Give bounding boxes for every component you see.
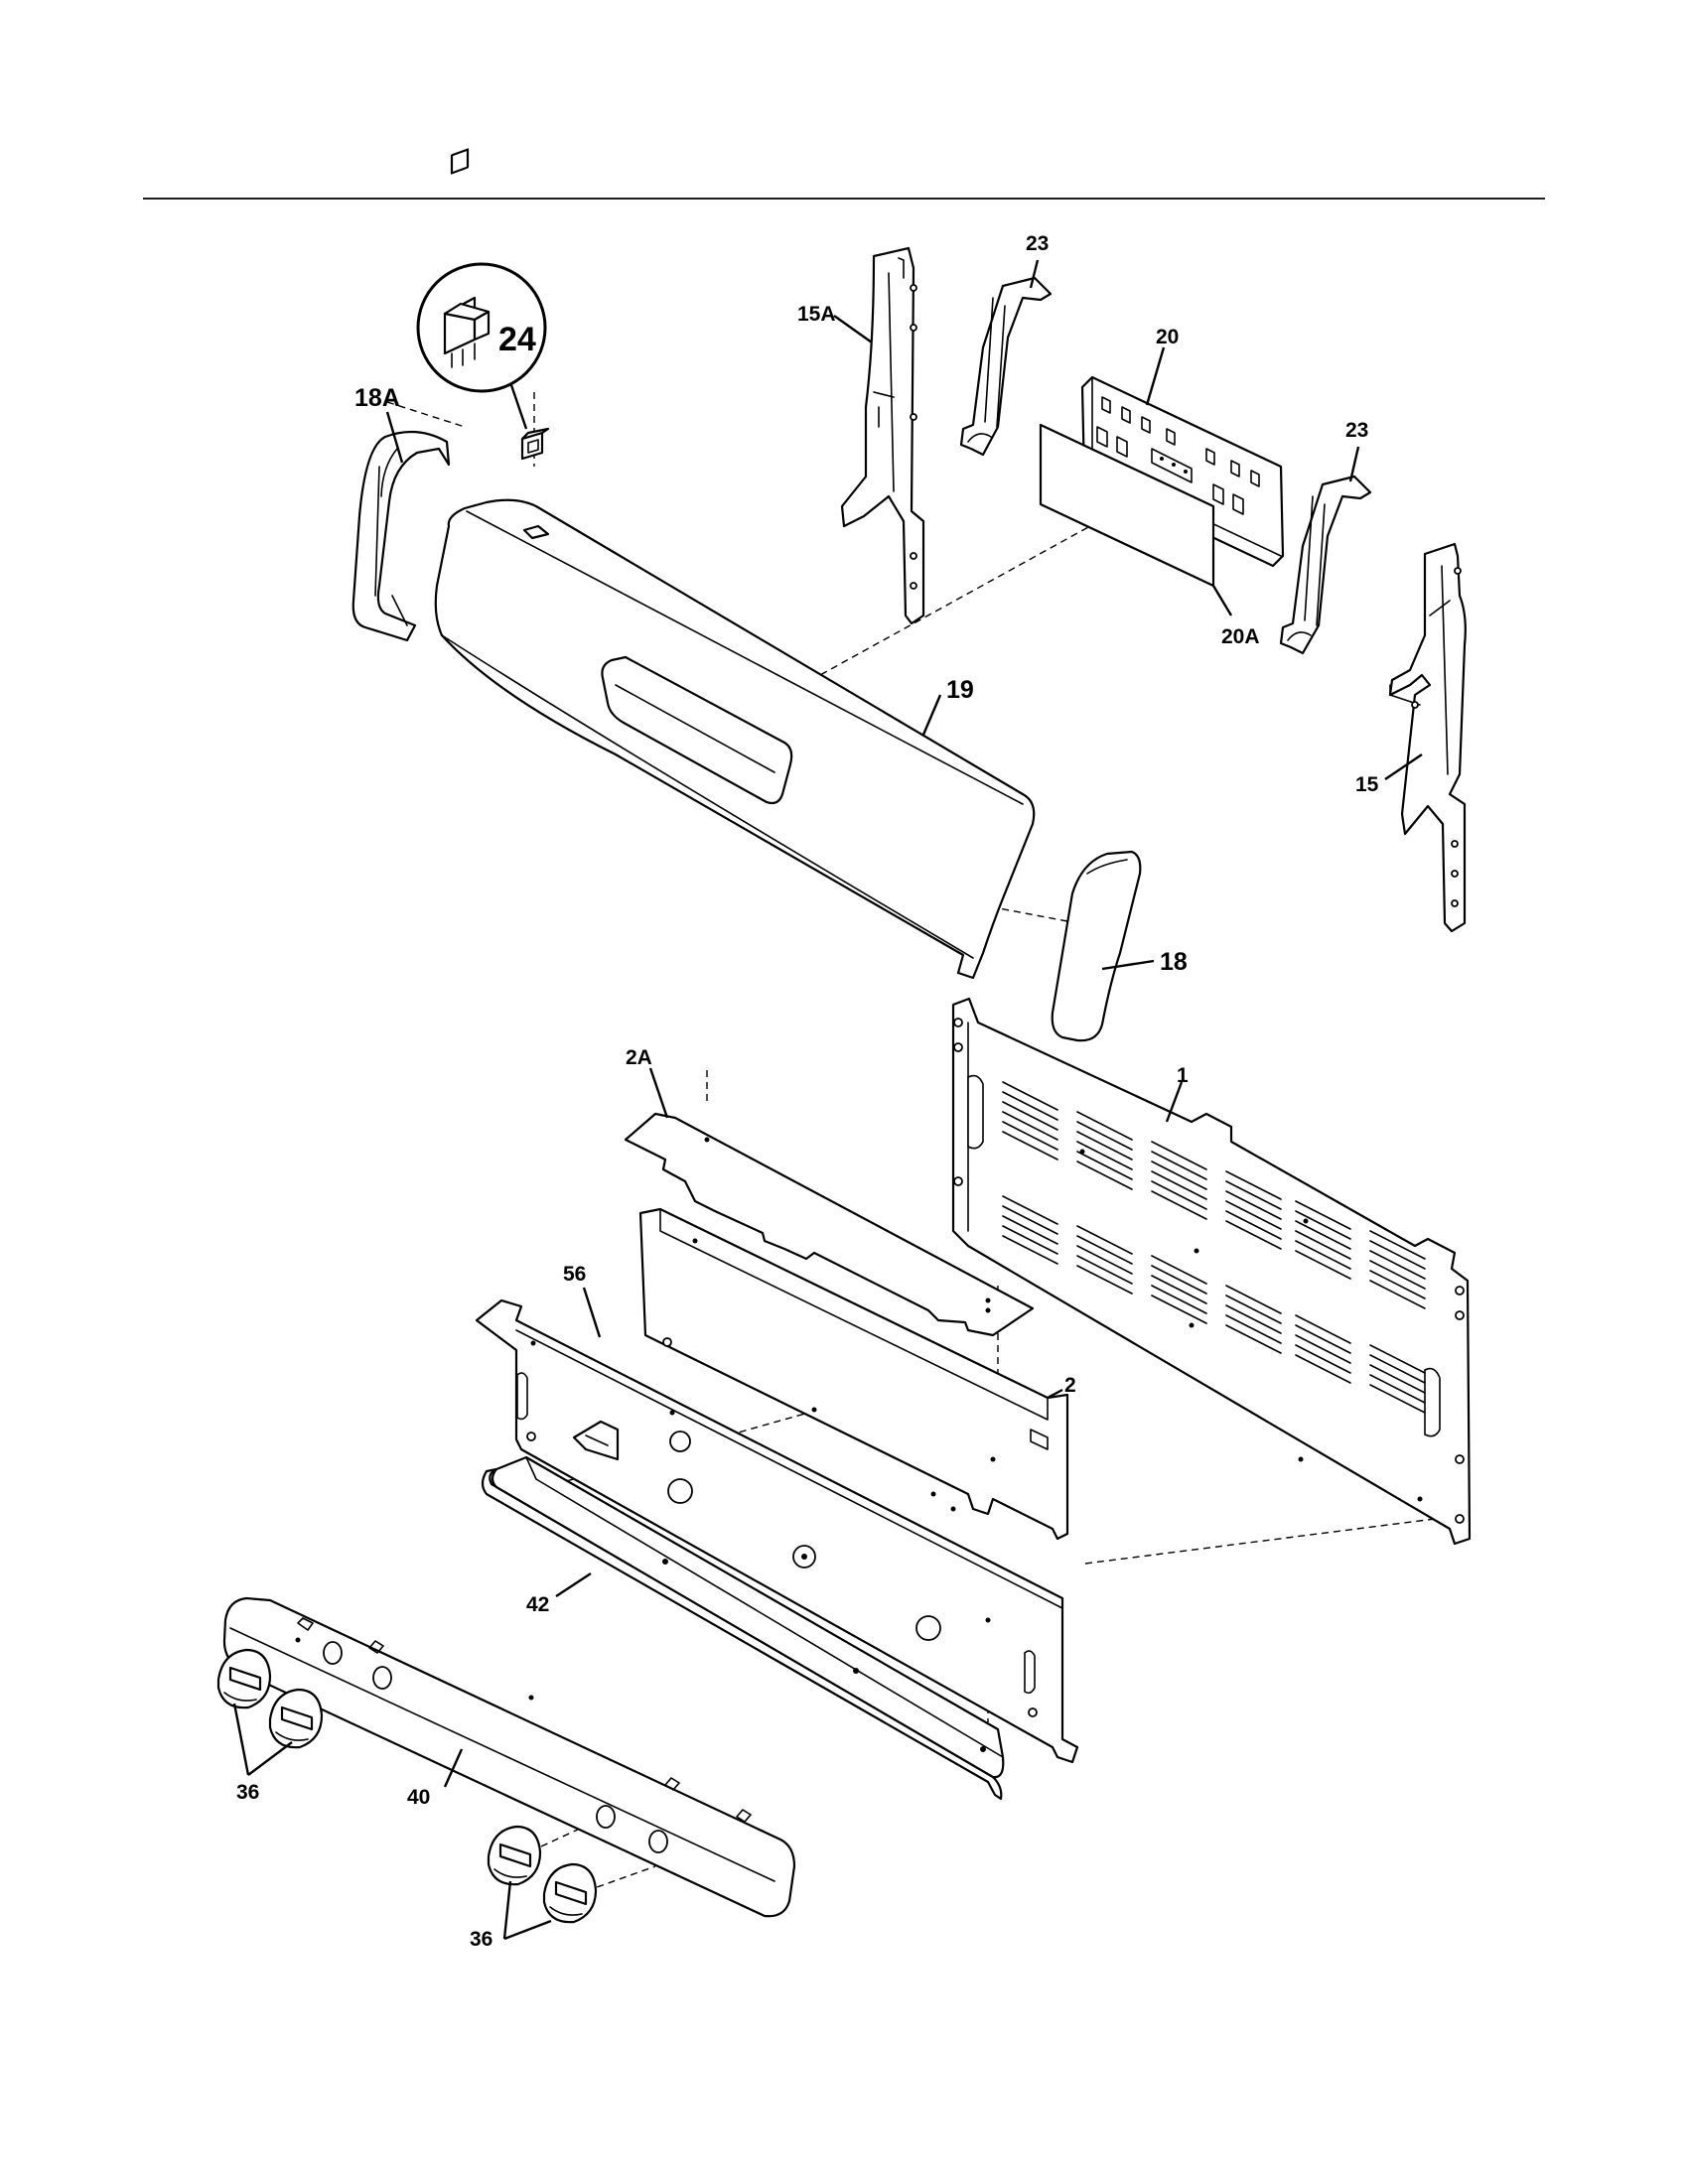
knob-3 <box>487 1825 542 1886</box>
leader-lines <box>232 259 1423 1941</box>
label-part-2a: 2A <box>626 1046 652 1069</box>
label-part-19: 19 <box>946 676 974 704</box>
label-part-23-top: 23 <box>1026 232 1049 255</box>
rocker-switch <box>520 427 550 461</box>
clip-lower <box>1279 475 1372 655</box>
rear-vent-panel <box>951 997 1472 1546</box>
label-part-42: 42 <box>526 1593 549 1616</box>
label-part-15a: 15A <box>797 303 836 326</box>
knob-4 <box>542 1862 598 1924</box>
knob-1 <box>216 1648 272 1709</box>
label-part-20a: 20A <box>1221 625 1260 648</box>
label-part-36-right: 36 <box>470 1928 492 1951</box>
label-part-18a: 18A <box>354 384 400 412</box>
label-part-20: 20 <box>1156 326 1179 348</box>
label-part-36-left: 36 <box>236 1781 259 1804</box>
label-part-56: 56 <box>563 1263 586 1286</box>
label-part-18: 18 <box>1160 948 1188 976</box>
end-cap-left <box>352 430 451 642</box>
heat-shield-strip <box>624 1112 1035 1337</box>
label-part-23-right: 23 <box>1345 419 1368 442</box>
end-cap-right <box>1051 850 1142 1042</box>
panel-bracket <box>475 1298 1079 1764</box>
label-part-15: 15 <box>1355 773 1379 796</box>
label-part-24: 24 <box>498 321 536 358</box>
control-board <box>1080 375 1285 568</box>
front-console <box>222 1596 796 1918</box>
side-bracket-left <box>840 246 925 625</box>
knob-2 <box>268 1688 324 1749</box>
clip-upper <box>959 276 1053 457</box>
control-panel-backguard <box>434 498 1036 980</box>
label-part-1: 1 <box>1177 1064 1189 1087</box>
label-part-40: 40 <box>407 1786 430 1809</box>
switch-inset <box>416 148 547 430</box>
label-part-2: 2 <box>1064 1374 1076 1397</box>
trim-strip <box>481 1455 1005 1801</box>
side-bracket-right <box>1388 542 1467 933</box>
